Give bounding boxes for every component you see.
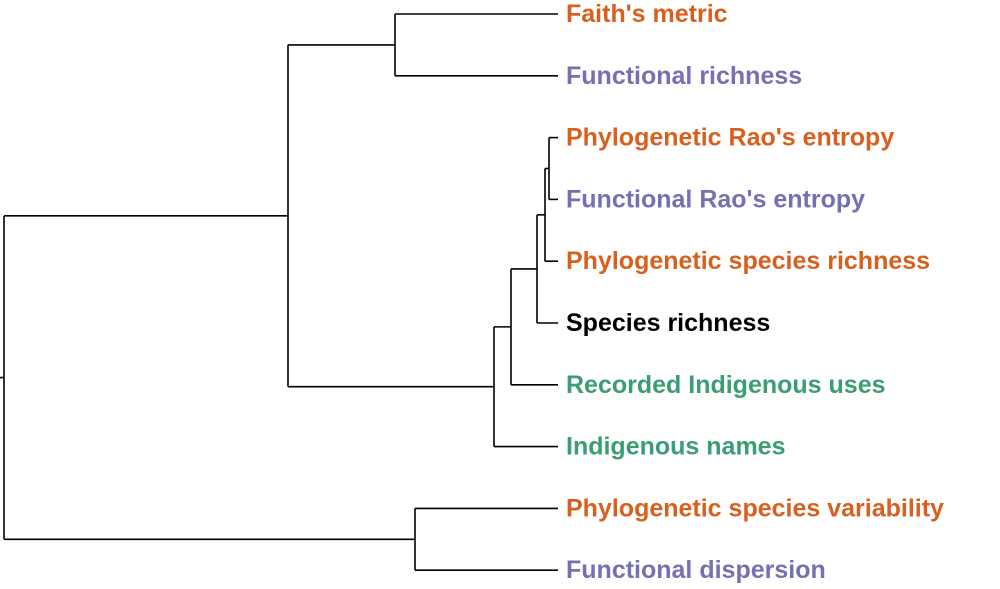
leaf-label: Phylogenetic species richness xyxy=(566,247,930,275)
leaf-label: Species richness xyxy=(566,309,770,337)
leaf-label: Phylogenetic Rao's entropy xyxy=(566,124,894,152)
leaf-label: Recorded Indigenous uses xyxy=(566,371,886,399)
leaf-label: Phylogenetic species variability xyxy=(566,494,944,522)
leaf-label: Indigenous names xyxy=(566,433,785,461)
leaf-label: Functional Rao's entropy xyxy=(566,185,865,213)
leaf-label: Functional richness xyxy=(566,62,802,90)
leaf-label: Functional dispersion xyxy=(566,556,826,584)
leaf-label: Faith's metric xyxy=(566,0,728,28)
